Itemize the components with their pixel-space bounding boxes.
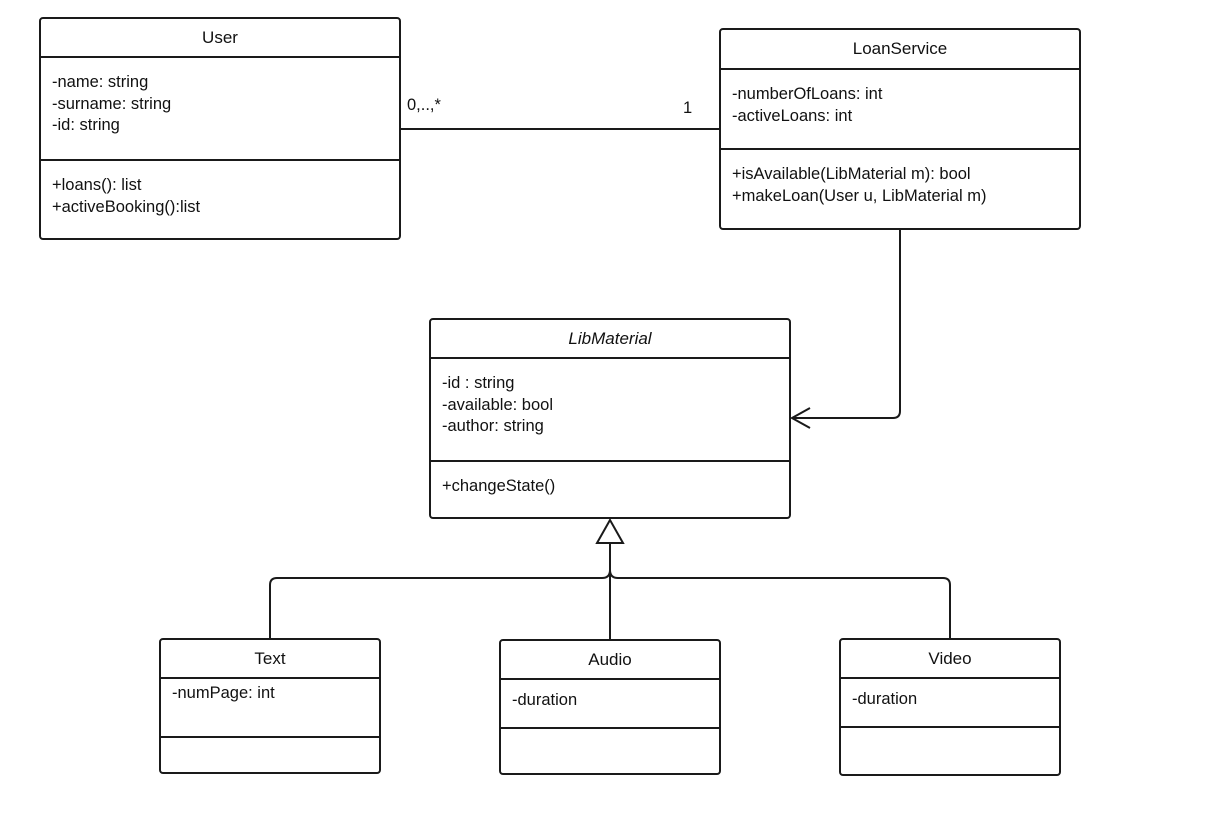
- attribute: -available: bool: [442, 395, 553, 414]
- operation: +changeState(): [442, 477, 556, 495]
- class-libmaterial[interactable]: LibMaterial -id : string -available: boo…: [429, 318, 791, 519]
- attribute: -id : string: [442, 374, 515, 392]
- generalization-branch-text: [269, 569, 611, 640]
- attribute: -duration: [512, 691, 578, 709]
- attributes-compartment: -duration: [501, 680, 719, 729]
- operations-compartment: +isAvailable(LibMaterial m): bool +makeL…: [721, 150, 1079, 207]
- attribute: -id: string: [52, 116, 120, 134]
- generalization-branch-video: [609, 569, 951, 640]
- user-multiplicity: 0,..,*: [407, 96, 441, 114]
- attribute: -duration: [852, 690, 918, 708]
- attributes-compartment: -numPage: int: [161, 679, 379, 738]
- class-name: User: [41, 19, 399, 58]
- operations-compartment: +loans(): list +activeBooking():list: [41, 161, 399, 218]
- class-name: Video: [841, 640, 1059, 679]
- inheritance-triangle: [595, 517, 625, 544]
- class-text[interactable]: Text -numPage: int: [159, 638, 381, 774]
- attributes-compartment: -id : string -available: bool -author: s…: [431, 359, 789, 462]
- attribute: -name: string: [52, 73, 149, 91]
- attribute: -numPage: int: [172, 684, 275, 702]
- class-loanservice[interactable]: LoanService -numberOfLoans: int -activeL…: [719, 28, 1081, 230]
- class-audio[interactable]: Audio -duration: [499, 639, 721, 775]
- class-name: LoanService: [721, 30, 1079, 70]
- operation: +isAvailable(LibMaterial m): bool: [732, 165, 971, 183]
- attribute: -activeLoans: int: [732, 106, 853, 125]
- attributes-compartment: -name: string -surname: string -id: stri…: [41, 58, 399, 161]
- class-user[interactable]: User -name: string -surname: string -id:…: [39, 17, 401, 240]
- class-name: LibMaterial: [431, 320, 789, 359]
- class-name: Audio: [501, 641, 719, 680]
- loanservice-multiplicity: 1: [683, 99, 693, 117]
- attributes-compartment: -numberOfLoans: int -activeLoans: int: [721, 70, 1079, 150]
- class-video[interactable]: Video -duration: [839, 638, 1061, 776]
- attribute: -numberOfLoans: int: [732, 85, 883, 103]
- attributes-compartment: -duration: [841, 679, 1059, 728]
- operation: +loans(): list: [52, 176, 142, 194]
- operations-compartment: +changeState(): [431, 462, 789, 498]
- loanservice-libmaterial-association-line: [792, 229, 901, 419]
- attribute: -surname: string: [52, 94, 172, 113]
- open-arrowhead: [789, 407, 811, 429]
- class-name: Text: [161, 640, 379, 679]
- operation: +makeLoan(User u, LibMaterial m): [732, 186, 987, 205]
- operation: +activeBooking():list: [52, 197, 201, 216]
- attribute: -author: string: [442, 417, 544, 435]
